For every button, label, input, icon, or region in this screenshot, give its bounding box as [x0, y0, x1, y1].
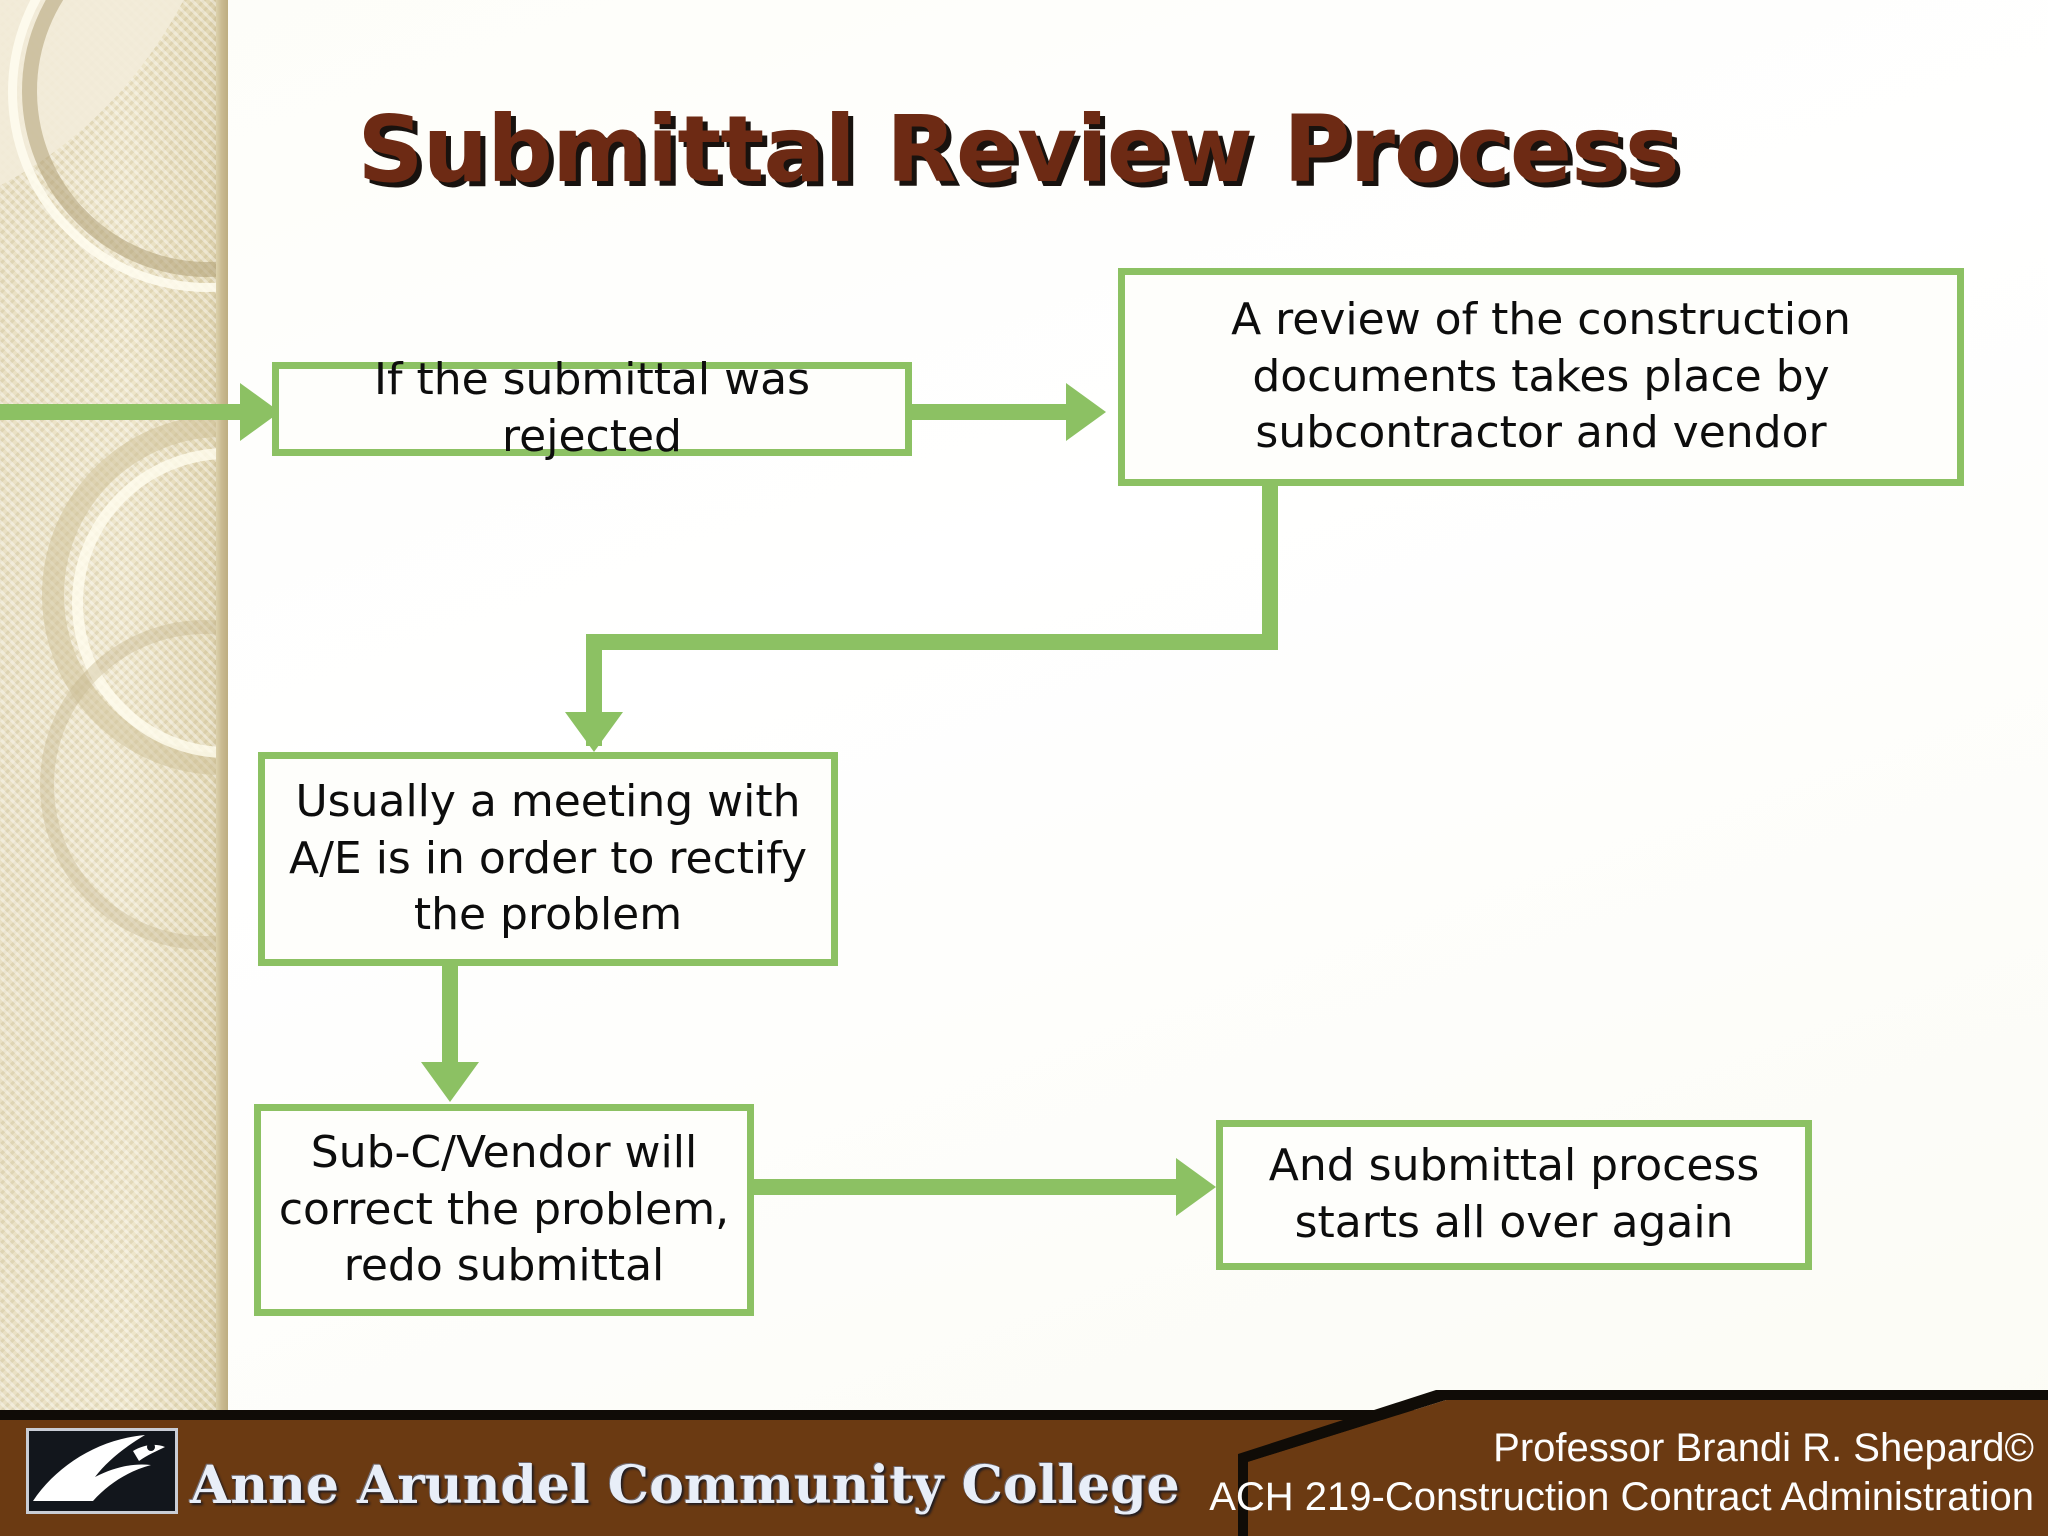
band-right-edge [216, 0, 228, 1444]
footer-right-bar [1248, 1400, 2048, 1536]
connector-review-to-meeting-segment-left [586, 634, 1278, 650]
flow-box-restart[interactable]: And submittal process starts all over ag… [1216, 1120, 1812, 1270]
arrowhead-meeting-to-correct-icon [421, 1062, 479, 1102]
college-name-label: Anne Arundel Community College [190, 1455, 1180, 1516]
connector-inbound-line [0, 404, 250, 420]
flow-box-rejected[interactable]: If the submittal was rejected [272, 354, 912, 462]
flow-box-meeting[interactable]: Usually a meeting with A/E is in order t… [258, 752, 838, 966]
credit-professor: Professor Brandi R. Shepard© [1493, 1426, 2034, 1471]
connector-meeting-to-correct-line [442, 966, 458, 1070]
arrowhead-review-to-meeting-icon [565, 712, 623, 752]
credit-course: ACH 219-Construction Contract Administra… [1209, 1475, 2034, 1520]
connector-rejected-to-review-line [912, 404, 1072, 420]
decorative-left-band [0, 0, 228, 1444]
arrowhead-correct-to-restart-icon [1176, 1158, 1216, 1216]
connector-correct-to-restart-line [754, 1179, 1184, 1195]
flow-box-correct[interactable]: Sub-C/Vendor will correct the problem, r… [254, 1104, 754, 1316]
arrowhead-rejected-to-review-icon [1066, 383, 1106, 441]
flow-box-review[interactable]: A review of the construction documents t… [1118, 268, 1964, 486]
footer-left-bar [0, 1410, 1450, 1536]
slide-footer: Anne Arundel Community College Professor… [0, 1390, 2048, 1536]
aacc-bird-logo-icon [26, 1428, 178, 1514]
slide-title: Submittal Review Process [357, 96, 1679, 203]
connector-review-to-meeting-segment-down [1262, 486, 1278, 644]
footer-credit-block: Professor Brandi R. Shepard© ACH 219-Con… [1209, 1424, 2034, 1522]
